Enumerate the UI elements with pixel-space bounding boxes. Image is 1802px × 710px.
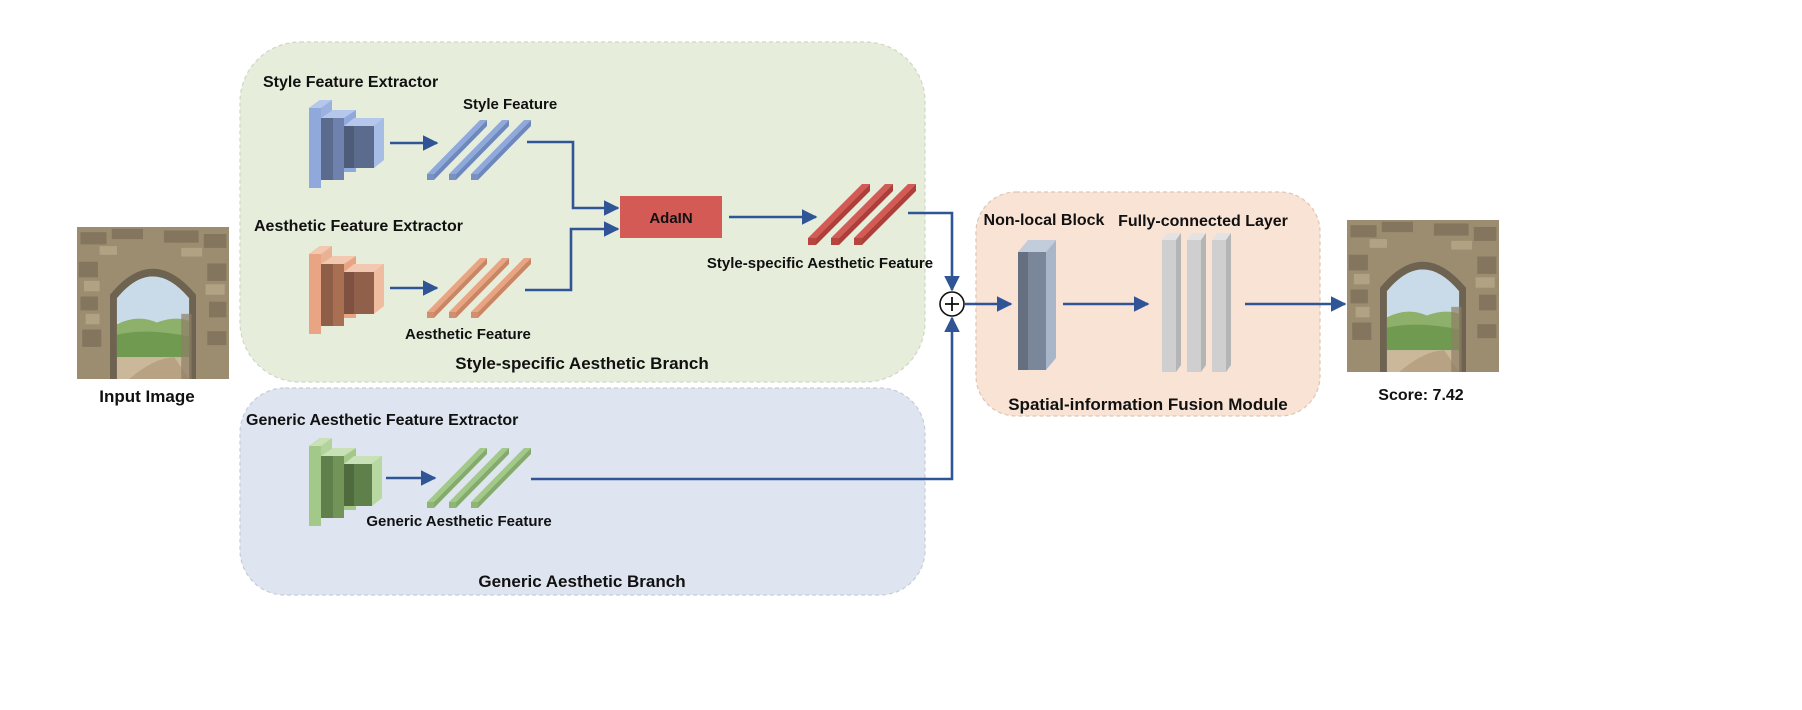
style-feature-label: Style Feature xyxy=(463,96,557,113)
style-branch-panel xyxy=(239,41,926,383)
generic-aesthetic-feature-icon xyxy=(427,448,531,508)
aesthetic-feature-label: Aesthetic Feature xyxy=(405,326,531,343)
generic-aesthetic-feature-label: Generic Aesthetic Feature xyxy=(366,513,551,530)
style-feature-extractor-icon xyxy=(309,100,384,188)
generic-aesthetic-feature-extractor-icon xyxy=(309,438,382,526)
connection-arrows xyxy=(386,135,1347,486)
archway-painting-image xyxy=(77,227,229,379)
fully-connected-layer-icon xyxy=(1162,233,1231,372)
generic-branch-title: Generic Aesthetic Branch xyxy=(478,572,685,591)
generic-branch-panel xyxy=(239,387,926,596)
input-image-label: Input Image xyxy=(99,387,194,406)
aesthetic-feature-icon xyxy=(427,258,531,318)
adain-block xyxy=(620,196,722,238)
aesthetic-feature-extractor-label: Aesthetic Feature Extractor xyxy=(254,218,463,235)
non-local-block-label: Non-local Block xyxy=(984,212,1105,229)
non-local-block-icon xyxy=(1018,240,1056,370)
score-label: Score: 7.42 xyxy=(1378,387,1463,404)
aesthetic-feature-extractor-icon xyxy=(309,246,384,334)
archway-painting-image-output xyxy=(1347,220,1499,372)
style-feature-icon xyxy=(427,120,531,180)
fully-connected-layer-label: Fully-connected Layer xyxy=(1118,213,1288,230)
adain-label: AdaIN xyxy=(649,210,692,227)
style-specific-aesthetic-feature-label: Style-specific Aesthetic Feature xyxy=(707,255,933,272)
style-specific-aesthetic-feature-icon xyxy=(808,184,916,245)
fusion-module-title: Spatial-information Fusion Module xyxy=(1008,395,1288,414)
sum-circle-icon xyxy=(939,291,965,317)
style-feature-extractor-label: Style Feature Extractor xyxy=(263,74,438,91)
generic-aesthetic-feature-extractor-label: Generic Aesthetic Feature Extractor xyxy=(246,412,518,429)
style-branch-title: Style-specific Aesthetic Branch xyxy=(455,354,709,373)
